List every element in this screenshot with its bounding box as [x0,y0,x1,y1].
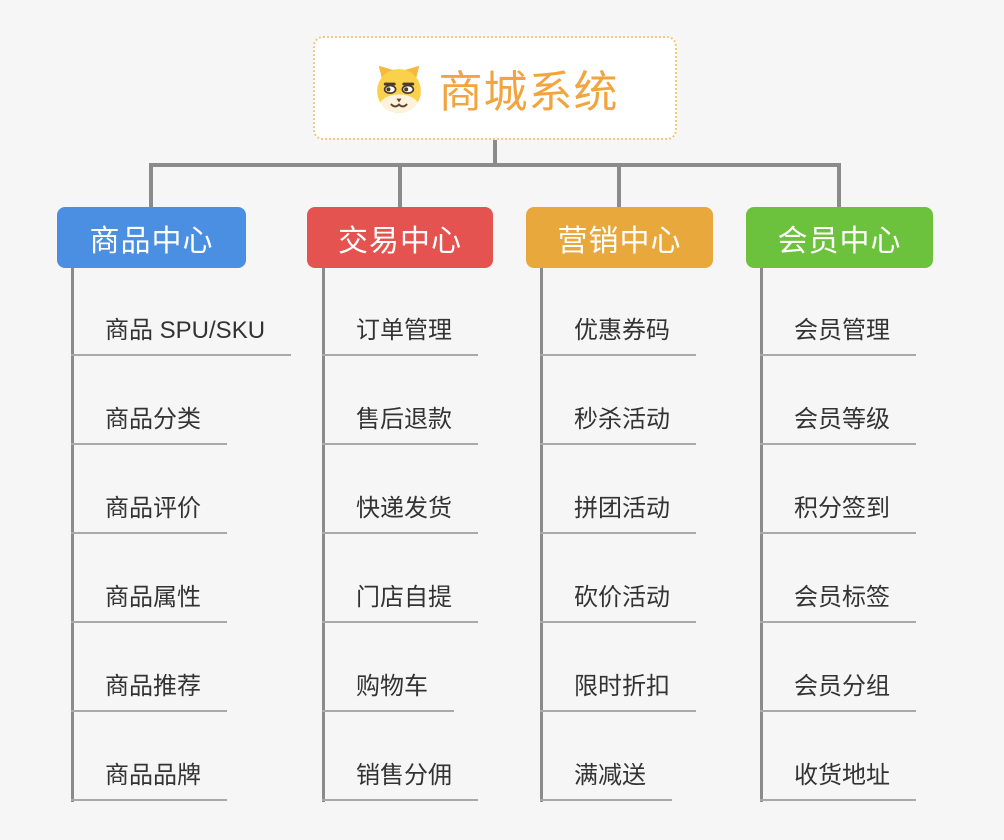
branch-product-center[interactable]: 商品中心 [57,207,246,268]
leaf-node[interactable]: 购物车 [322,672,454,712]
leaf-node[interactable]: 拼团活动 [540,494,696,534]
branch-trade-center[interactable]: 交易中心 [307,207,493,268]
leaf-node[interactable]: 订单管理 [322,316,478,356]
branch-marketing-center[interactable]: 营销中心 [526,207,713,268]
leaf-node[interactable]: 商品 SPU/SKU [71,316,292,356]
branch-drop-line [71,268,74,802]
root-node[interactable]: 商城系统 [313,36,677,140]
connector-branch-stub [617,167,621,207]
leaf-node[interactable]: 售后退款 [322,405,478,445]
leaf-node[interactable]: 会员管理 [760,316,916,356]
leaf-node[interactable]: 商品评价 [71,494,227,534]
connector-branch-stub [149,167,153,207]
leaf-node[interactable]: 门店自提 [322,583,478,623]
leaf-node[interactable]: 秒杀活动 [540,405,696,445]
leaf-node[interactable]: 快递发货 [322,494,478,534]
branch-drop-line [540,268,543,802]
connector-horizontal-line [149,163,841,167]
leaf-node[interactable]: 会员标签 [760,583,916,623]
leaf-node[interactable]: 商品分类 [71,405,227,445]
leaf-node[interactable]: 销售分佣 [322,761,478,801]
leaf-node[interactable]: 满减送 [540,761,672,801]
leaf-node[interactable]: 限时折扣 [540,672,696,712]
leaf-node[interactable]: 商品品牌 [71,761,227,801]
branch-member-center[interactable]: 会员中心 [746,207,933,268]
connector-branch-stub [837,167,841,207]
branch-label: 商品中心 [89,224,214,258]
leaf-node[interactable]: 商品推荐 [71,672,227,712]
leaf-node[interactable]: 商品属性 [71,583,227,623]
branch-drop-line [760,268,763,802]
connector-branch-stub [398,167,402,207]
branch-label: 营销中心 [557,224,682,258]
leaf-node[interactable]: 砍价活动 [540,583,696,623]
branch-label: 交易中心 [338,224,462,258]
dog-icon [376,65,421,113]
leaf-node[interactable]: 收货地址 [760,761,916,801]
branch-label: 会员中心 [777,224,902,258]
leaf-node[interactable]: 优惠券码 [540,316,696,356]
root-title: 商城系统 [438,68,619,117]
connector-root-stub [493,140,497,163]
leaf-node[interactable]: 会员分组 [760,672,916,712]
leaf-node[interactable]: 会员等级 [760,405,916,445]
leaf-node[interactable]: 积分签到 [760,494,916,534]
branch-drop-line [322,268,325,802]
